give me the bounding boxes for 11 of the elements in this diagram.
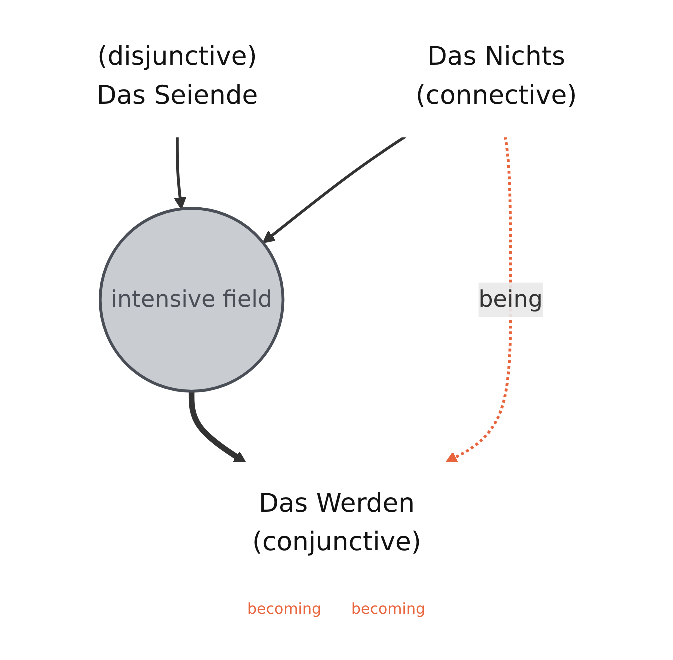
note-label: becoming xyxy=(248,600,322,618)
edge-label: being xyxy=(478,286,542,313)
arrow xyxy=(188,391,246,464)
arrow xyxy=(262,136,406,244)
note-label: becoming xyxy=(352,600,426,618)
node-text: Das Werden (conjunctive) xyxy=(252,488,421,558)
node-text: Das Nichts (connective) xyxy=(415,42,577,112)
node-text: (disjunctive) Das Seiende xyxy=(96,42,258,112)
arrow xyxy=(444,136,512,464)
node-circle: intensive field xyxy=(98,207,284,393)
arrow xyxy=(174,136,186,210)
